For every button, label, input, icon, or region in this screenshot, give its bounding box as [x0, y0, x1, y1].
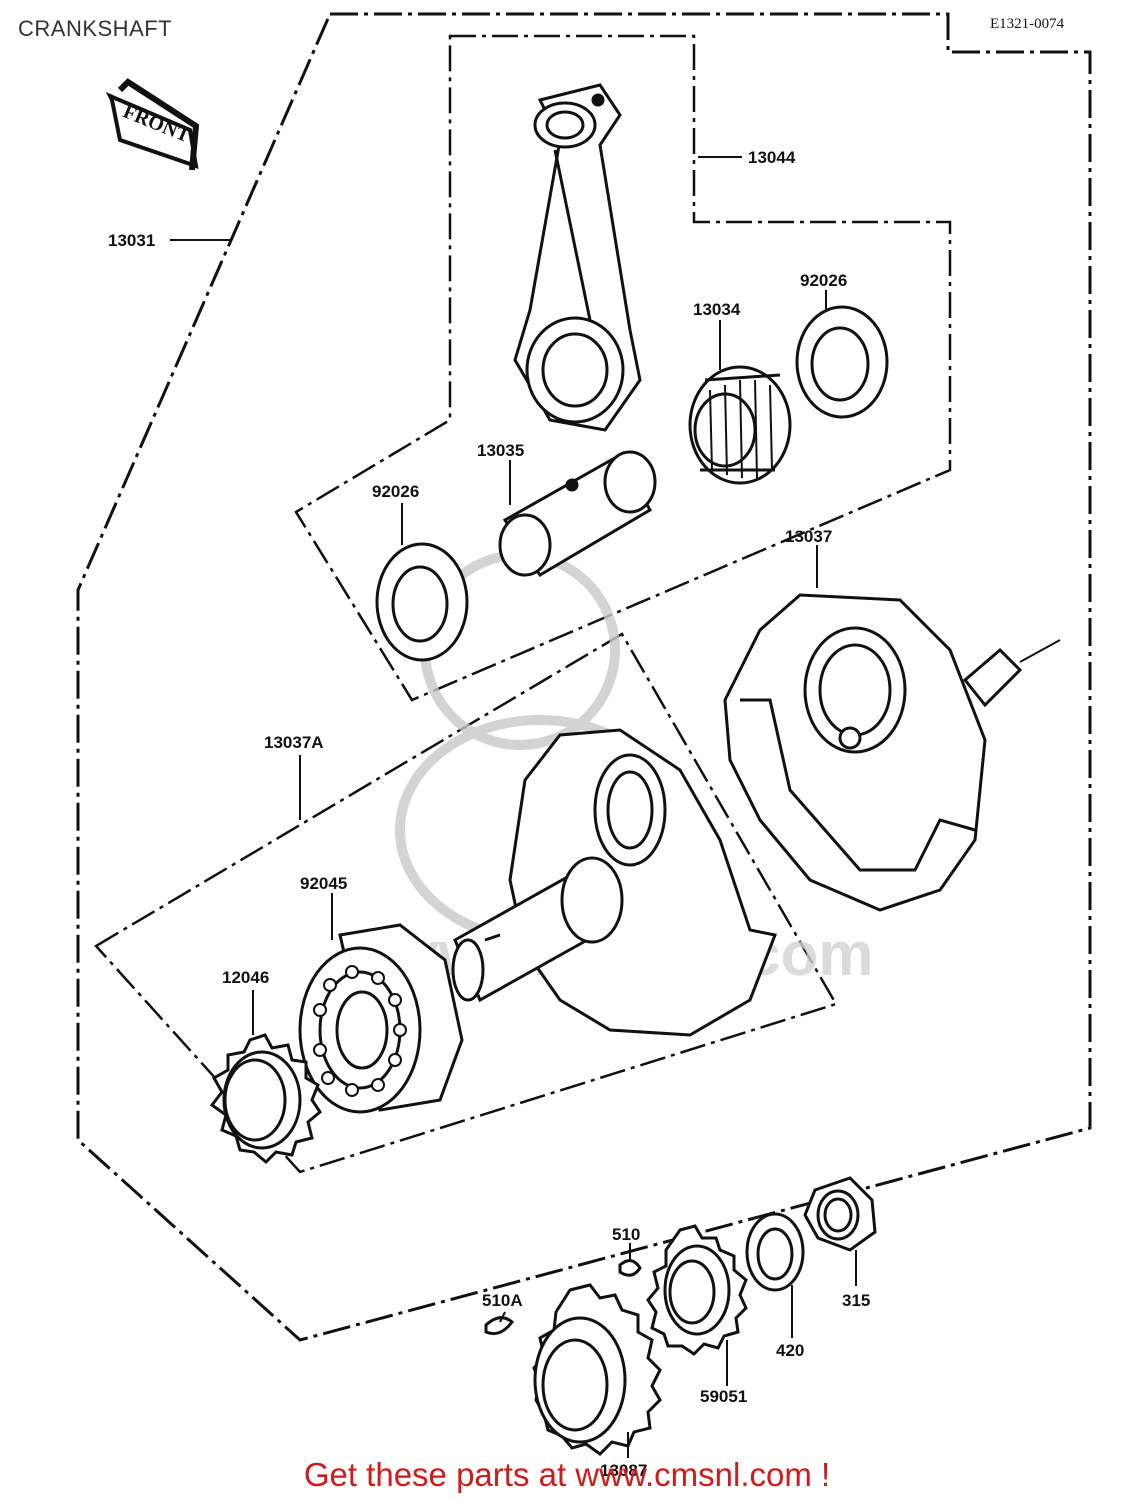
- part-labels: 13031 13044 92026 13034 13035 92026 1303…: [108, 148, 870, 1480]
- gear-part-12046: [209, 1033, 322, 1165]
- ball-bearing-part-92045: [298, 923, 464, 1114]
- gear-part-59051: [646, 1224, 748, 1356]
- part-label-92026-left: 92026: [372, 482, 419, 501]
- part-label-510A: 510A: [482, 1291, 523, 1310]
- part-label-420: 420: [776, 1341, 804, 1360]
- part-label-12046: 12046: [222, 968, 269, 987]
- part-label-13035: 13035: [477, 441, 524, 460]
- conrod-kit-outline-13044: [294, 34, 952, 702]
- part-label-13037A: 13037A: [264, 733, 324, 752]
- part-label-92026-top: 92026: [800, 271, 847, 290]
- needle-bearing-part-13034: [688, 365, 792, 485]
- leader-lines: [170, 156, 857, 1458]
- key-part-510: [618, 1259, 642, 1277]
- front-arrow-icon: FRONT: [105, 78, 200, 171]
- part-label-13044: 13044: [748, 148, 796, 167]
- shop-link[interactable]: Get these parts at www.cmsnl.com !: [303, 1456, 831, 1493]
- page-title: CRANKSHAFT: [18, 16, 173, 41]
- part-label-510: 510: [612, 1225, 640, 1244]
- washer-part-92026-top: [795, 305, 889, 419]
- diagram-code: E1321-0074: [990, 16, 1065, 32]
- part-label-13034: 13034: [693, 300, 741, 319]
- gear-part-13087: [532, 1283, 662, 1456]
- key-part-510A: [484, 1316, 515, 1336]
- nut-part-315: [803, 1176, 877, 1252]
- part-label-13037: 13037: [785, 527, 832, 546]
- washer-part-420: [745, 1212, 805, 1292]
- part-label-315: 315: [842, 1291, 870, 1310]
- assembly-outline-13031: [76, 12, 1092, 1342]
- crank-half-part-13037: [723, 593, 1061, 912]
- part-label-59051: 59051: [700, 1387, 747, 1406]
- part-label-13031: 13031: [108, 231, 155, 250]
- crank-pin-part-13035: [498, 450, 657, 578]
- part-label-92045: 92045: [300, 874, 347, 893]
- crank-half-part-13037A: [451, 728, 778, 1037]
- part-label-13087: 13087: [600, 1461, 647, 1480]
- washer-part-92026-left: [375, 542, 469, 662]
- connecting-rod-part-13044: [513, 83, 642, 432]
